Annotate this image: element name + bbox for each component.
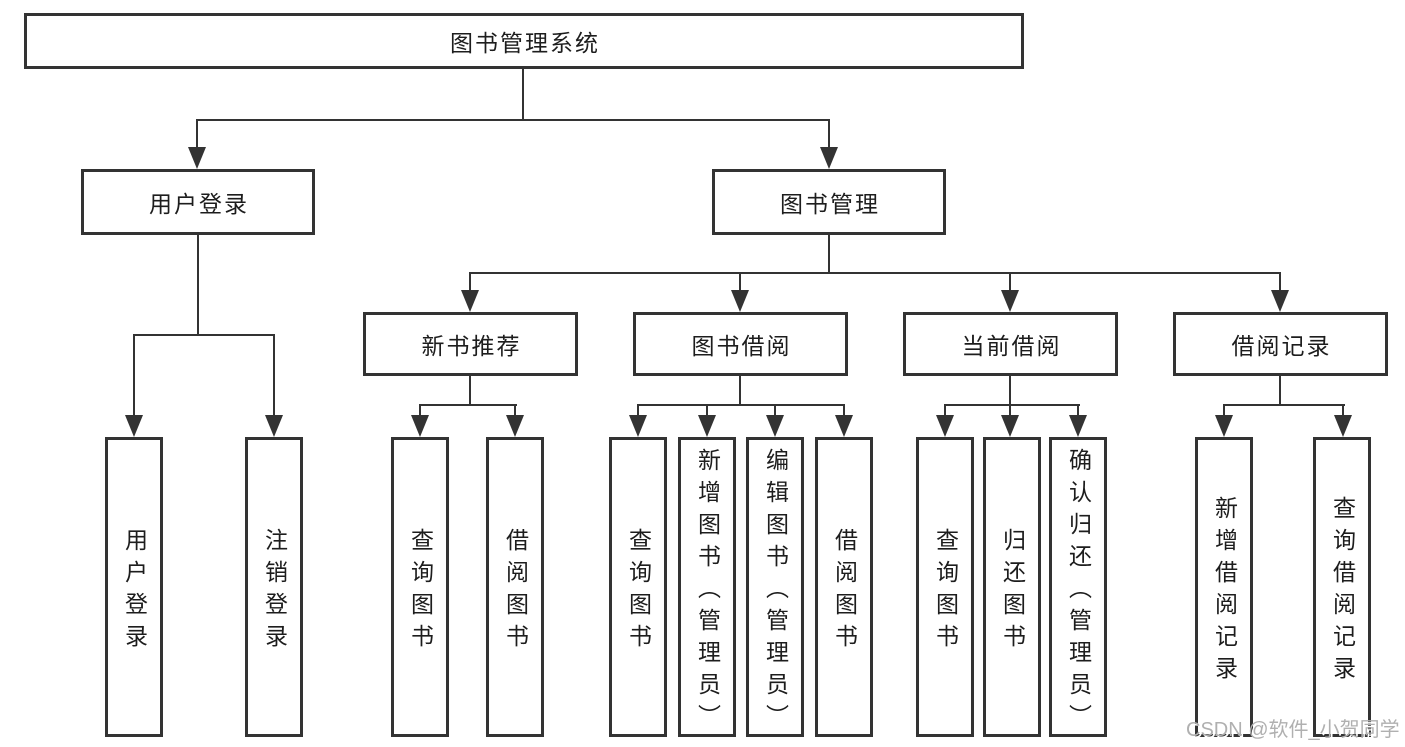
node-label: 新书推荐	[421, 333, 522, 359]
connector-line	[273, 334, 275, 418]
connector-line	[514, 404, 516, 418]
arrow-down-icon	[1001, 290, 1019, 312]
node-label: 借阅图书	[502, 527, 529, 656]
csdn-watermark: CSDN @软件_小贺同学	[1186, 719, 1400, 741]
node-borrowing-records: 借阅记录	[1173, 312, 1388, 376]
connector-line	[469, 376, 471, 406]
leaf-add-borrowing-record: 新增借阅记录	[1195, 437, 1253, 737]
leaf-query-borrowing-record: 查询借阅记录	[1313, 437, 1371, 737]
arrow-down-icon	[461, 290, 479, 312]
connector-line	[739, 272, 741, 292]
node-label: 查询图书	[625, 527, 652, 656]
leaf-query-books-current: 查询图书	[916, 437, 974, 737]
node-label: 查询图书	[407, 527, 434, 656]
node-label: 归还图书	[999, 527, 1026, 656]
connector-line	[1279, 272, 1281, 292]
node-user-login: 用户登录	[81, 169, 315, 235]
arrow-down-icon	[411, 415, 429, 437]
connector-line	[196, 119, 830, 121]
connector-line	[1077, 404, 1079, 418]
connector-line	[197, 235, 199, 336]
node-label: 用户登录	[149, 191, 249, 217]
leaf-query-books-borrowing: 查询图书	[609, 437, 667, 737]
node-book-management: 图书管理	[712, 169, 946, 235]
leaf-user-login: 用户登录	[105, 437, 163, 737]
connector-line	[739, 376, 741, 406]
connector-line	[133, 334, 275, 336]
arrow-down-icon	[506, 415, 524, 437]
arrow-down-icon	[1271, 290, 1289, 312]
arrow-down-icon	[766, 415, 784, 437]
connector-line	[419, 404, 517, 406]
connector-line	[1279, 376, 1281, 406]
leaf-return-books: 归还图书	[983, 437, 1041, 737]
node-book-management-system: 图书管理系统	[24, 13, 1024, 69]
leaf-add-books-admin: 新增图书（管理员）	[678, 437, 736, 737]
connector-line	[637, 404, 845, 406]
leaf-borrow-books-borrowing: 借阅图书	[815, 437, 873, 737]
node-label: 借阅图书	[831, 527, 858, 656]
connector-line	[828, 235, 830, 274]
node-label: 当前借阅	[961, 333, 1062, 359]
connector-line	[469, 272, 1281, 274]
arrow-down-icon	[125, 415, 143, 437]
node-label: 图书管理系统	[450, 30, 600, 56]
connector-line	[1009, 272, 1011, 292]
connector-line	[706, 404, 708, 418]
arrow-down-icon	[1215, 415, 1233, 437]
node-label: 图书借阅	[691, 333, 792, 359]
node-label: 确认归还（管理员）	[1065, 447, 1092, 736]
node-label: 新增借阅记录	[1211, 495, 1238, 688]
node-label: 查询图书	[932, 527, 959, 656]
connector-line	[828, 119, 830, 149]
connector-line	[774, 404, 776, 418]
arrow-down-icon	[1069, 415, 1087, 437]
arrow-down-icon	[188, 147, 206, 169]
connector-line	[1009, 376, 1011, 406]
leaf-edit-books-admin: 编辑图书（管理员）	[746, 437, 804, 737]
node-label: 图书管理	[780, 191, 880, 217]
arrow-down-icon	[820, 147, 838, 169]
connector-line	[419, 404, 421, 418]
node-label: 用户登录	[121, 527, 148, 656]
arrow-down-icon	[936, 415, 954, 437]
arrow-down-icon	[1001, 415, 1019, 437]
connector-line	[522, 69, 524, 121]
node-label: 注销登录	[261, 527, 288, 656]
connector-line	[196, 119, 198, 149]
node-label: 查询借阅记录	[1329, 495, 1356, 688]
node-current-borrowing: 当前借阅	[903, 312, 1118, 376]
connector-line	[843, 404, 845, 418]
node-label: 借阅记录	[1231, 333, 1332, 359]
leaf-logout-login: 注销登录	[245, 437, 303, 737]
leaf-confirm-return-admin: 确认归还（管理员）	[1049, 437, 1107, 737]
connector-line	[133, 334, 135, 418]
arrow-down-icon	[1334, 415, 1352, 437]
arrow-down-icon	[265, 415, 283, 437]
arrow-down-icon	[835, 415, 853, 437]
connector-line	[1342, 404, 1344, 418]
node-label: 新增图书（管理员）	[694, 447, 721, 736]
node-label: 编辑图书（管理员）	[762, 447, 789, 736]
arrow-down-icon	[731, 290, 749, 312]
connector-line	[469, 272, 471, 292]
connector-line	[1223, 404, 1345, 406]
arrow-down-icon	[698, 415, 716, 437]
arrow-down-icon	[629, 415, 647, 437]
leaf-borrow-books-recommend: 借阅图书	[486, 437, 544, 737]
leaf-query-books-recommend: 查询图书	[391, 437, 449, 737]
connector-line	[944, 404, 1080, 406]
connector-line	[1223, 404, 1225, 418]
node-new-book-recommend: 新书推荐	[363, 312, 578, 376]
node-book-borrowing: 图书借阅	[633, 312, 848, 376]
connector-line	[944, 404, 946, 418]
connector-line	[637, 404, 639, 418]
connector-line	[1009, 404, 1011, 418]
